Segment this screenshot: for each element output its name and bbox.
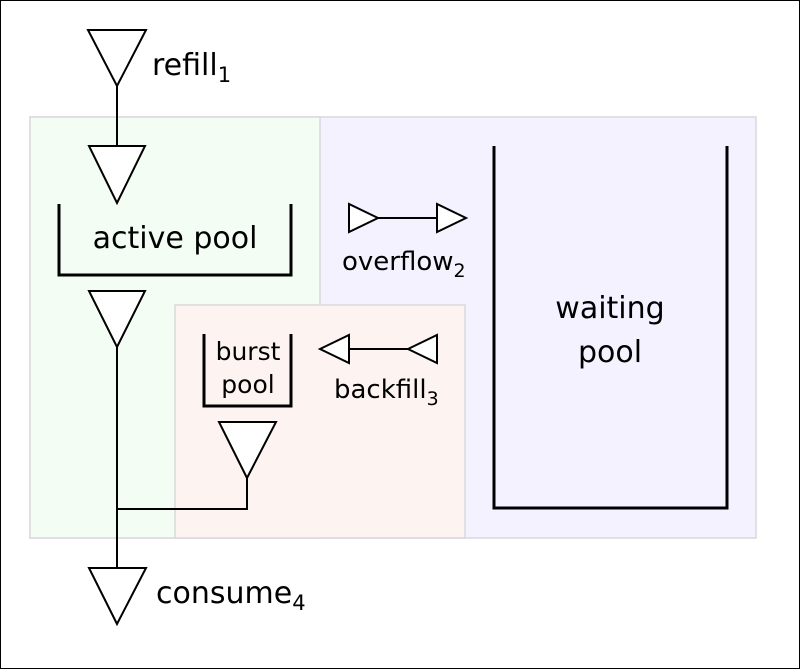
overflow-right-valve-icon xyxy=(436,202,469,234)
active-outlet-valve-icon xyxy=(87,290,147,350)
refill-valve-icon xyxy=(86,29,148,89)
waiting-pool-label-line2: pool xyxy=(578,335,642,370)
waiting-pool-label-line1: waiting xyxy=(555,291,664,326)
backfill-right-valve-icon xyxy=(405,333,438,365)
consume-label: consume4 xyxy=(156,576,306,615)
active-pool-container xyxy=(57,204,293,277)
burst-outlet-valve-icon xyxy=(217,421,278,481)
overflow-label: overflow2 xyxy=(342,247,466,282)
active-pool-label: active pool xyxy=(93,221,258,256)
consume-valve-icon xyxy=(87,567,148,627)
burst-pool-label-line1: burst xyxy=(216,337,281,366)
waiting-pool-container xyxy=(492,146,729,510)
active-inlet-valve-icon xyxy=(87,145,147,206)
overflow-left-valve-icon xyxy=(348,202,381,234)
backfill-label: backfill3 xyxy=(334,375,439,410)
burst-pool-label-line2: pool xyxy=(221,370,274,399)
refill-label: refill1 xyxy=(152,48,231,87)
burst-pool-container xyxy=(202,334,293,408)
